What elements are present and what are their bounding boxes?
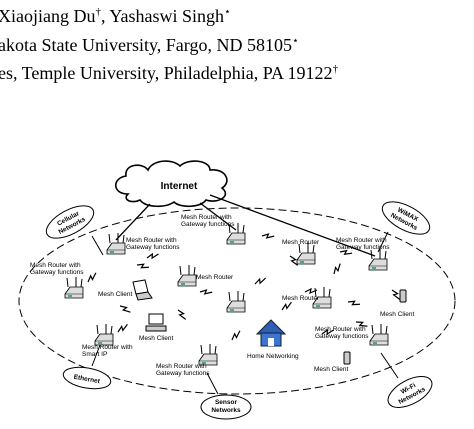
svg-text:Mesh Client: Mesh Client <box>314 366 349 373</box>
svg-text:Gateway functions: Gateway functions <box>315 333 369 340</box>
phone-client-icon <box>399 289 407 303</box>
svg-text:Mesh Router: Mesh Router <box>282 295 320 302</box>
svg-text:Mesh Router: Mesh Router <box>282 239 320 246</box>
svg-text:Mesh Router with: Mesh Router with <box>315 326 366 333</box>
ethernet-network: Ethernet <box>62 366 112 390</box>
figure-labels: Mesh Router with Gateway functions Mesh … <box>30 214 415 377</box>
affiliation-line-1: akota State University, Fargo, ND 58105⋆ <box>0 35 299 55</box>
author-line: Xiaojiang Du†, Yashaswi Singh⋆ <box>0 6 231 26</box>
svg-text:Mesh Router with: Mesh Router with <box>181 214 232 221</box>
svg-text:Mesh Client: Mesh Client <box>98 291 133 298</box>
network-boundary <box>18 207 456 395</box>
svg-text:Mesh Router with: Mesh Router with <box>126 237 177 244</box>
router-mid-left <box>226 290 246 313</box>
svg-text:Mesh Client: Mesh Client <box>380 311 415 318</box>
home-icon <box>255 319 287 347</box>
wifi-networks: Wi-Fi Networks <box>387 376 433 408</box>
router-gateway-right <box>368 248 388 271</box>
cellular-networks: Cellular Networks <box>45 205 95 239</box>
svg-text:Gateway functions: Gateway functions <box>30 269 84 276</box>
router-gateway-far <box>64 276 84 299</box>
svg-text:Ethernet: Ethernet <box>73 374 101 386</box>
pda-client-icon <box>343 351 351 365</box>
author-header: Xiaojiang Du†, Yashaswi Singh⋆ akota Sta… <box>0 0 474 140</box>
router-gateway-bottom <box>198 343 218 366</box>
laptop-client-icon <box>132 279 153 301</box>
svg-text:Mesh Router with: Mesh Router with <box>156 363 207 370</box>
svg-text:Mesh Client: Mesh Client <box>139 335 174 342</box>
wimax-networks: WiMAX Networks <box>381 201 431 235</box>
sensor-networks: Sensor Networks <box>200 394 252 420</box>
router-smart-ip <box>94 323 114 346</box>
router-gateway-bottomright <box>369 323 389 346</box>
svg-text:Mesh Router with: Mesh Router with <box>82 344 133 351</box>
svg-text:Gateway functions: Gateway functions <box>336 244 390 251</box>
svg-text:Mesh Router with: Mesh Router with <box>30 262 81 269</box>
svg-text:Gateway functions: Gateway functions <box>156 370 210 377</box>
internet-cloud: Internet <box>114 160 228 208</box>
internet-links <box>115 194 376 257</box>
network-arrows <box>91 231 399 395</box>
router-gateway-left <box>106 232 126 255</box>
desktop-client-icon <box>145 313 167 332</box>
internet-label: Internet <box>161 181 198 192</box>
router-center <box>177 264 197 287</box>
svg-text:Gateway functions: Gateway functions <box>126 244 180 251</box>
svg-text:Smart IP: Smart IP <box>82 351 107 358</box>
svg-text:Gateway functions: Gateway functions <box>181 221 235 228</box>
svg-text:Mesh Router with: Mesh Router with <box>336 237 387 244</box>
svg-text:Networks: Networks <box>211 407 241 414</box>
svg-text:Mesh Router: Mesh Router <box>196 274 234 281</box>
affiliation-line-2: es, Temple University, Philadelphia, PA … <box>0 63 339 83</box>
svg-text:Sensor: Sensor <box>215 399 238 406</box>
router-top <box>296 242 316 265</box>
svg-text:Home Networking: Home Networking <box>247 353 299 360</box>
